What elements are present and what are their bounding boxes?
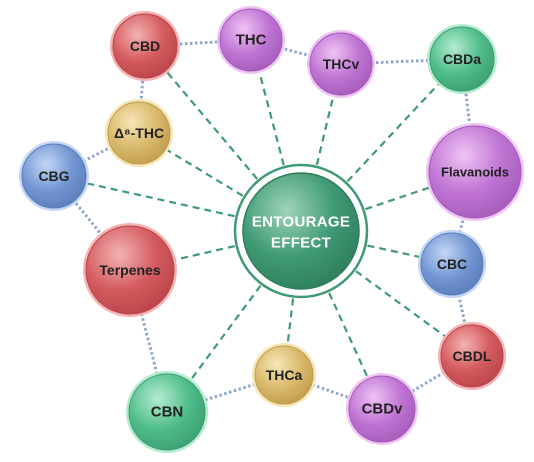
node-label: Terpenes — [99, 262, 160, 278]
center-label-line1: ENTOURAGE — [252, 214, 350, 231]
node-cbdl: CBDL — [438, 322, 506, 390]
node-label: CBC — [437, 256, 467, 272]
node-cbg: CBG — [19, 141, 89, 211]
spokes — [86, 71, 447, 381]
spoke-thca — [286, 298, 295, 345]
node-cbn: CBN — [126, 371, 208, 453]
spoke-cbda — [346, 83, 440, 183]
node-circle — [107, 101, 171, 165]
spoke-cbn — [189, 284, 262, 381]
node-label: Flavanoids — [441, 165, 509, 180]
node-label: CBG — [38, 168, 69, 184]
spoke-delta8 — [166, 149, 244, 197]
node-circle — [440, 324, 504, 388]
spoke-cbdv — [328, 292, 369, 378]
node-cbd: CBD — [110, 11, 180, 81]
node-label: Δ⁸-THC — [114, 125, 164, 141]
node-circle — [429, 26, 495, 92]
node-flavanoids: Flavanoids — [426, 123, 524, 221]
node-circle — [428, 125, 522, 219]
center-label-line2: EFFECT — [271, 235, 331, 252]
node-circle — [309, 32, 373, 96]
node-label: CBD — [130, 38, 160, 54]
node-label: CBDa — [443, 51, 481, 67]
ring-link-cbda-flavanoids — [460, 58, 477, 173]
node-circle — [420, 232, 484, 296]
node-circle — [219, 8, 283, 72]
node-circle — [254, 345, 314, 405]
node-circle — [85, 225, 175, 315]
node-cbc: CBC — [418, 230, 486, 298]
spoke-thc — [258, 71, 285, 166]
node-thcv: THCv — [307, 30, 375, 98]
spoke-cbg — [86, 182, 235, 218]
node-label: CBN — [151, 404, 184, 421]
node-label: THCv — [323, 56, 360, 72]
node-circle — [128, 373, 206, 451]
node-cbda: CBDa — [427, 24, 497, 94]
spoke-cbc — [367, 244, 420, 259]
node-thc: THC — [217, 6, 285, 74]
node-thca: THCa — [252, 343, 316, 407]
node-label: THCa — [266, 367, 303, 383]
center-node: ENTOURAGE EFFECT — [233, 163, 369, 299]
spoke-terpenes — [174, 245, 235, 261]
spoke-flavanoids — [365, 186, 430, 211]
node-circle — [21, 143, 87, 209]
spoke-thcv — [315, 95, 335, 166]
spoke-cbdl — [355, 270, 447, 338]
node-label: CBDv — [362, 401, 403, 418]
node-cbdv: CBDv — [346, 373, 418, 445]
node-label: CBDL — [453, 348, 492, 364]
spoke-cbd — [166, 71, 259, 180]
center-circle — [242, 172, 360, 290]
node-circle — [112, 13, 178, 79]
node-label: THC — [236, 32, 267, 49]
node-terpenes: Terpenes — [83, 223, 177, 317]
node-circle — [348, 375, 416, 443]
node-delta8: Δ⁸-THC — [105, 99, 173, 167]
